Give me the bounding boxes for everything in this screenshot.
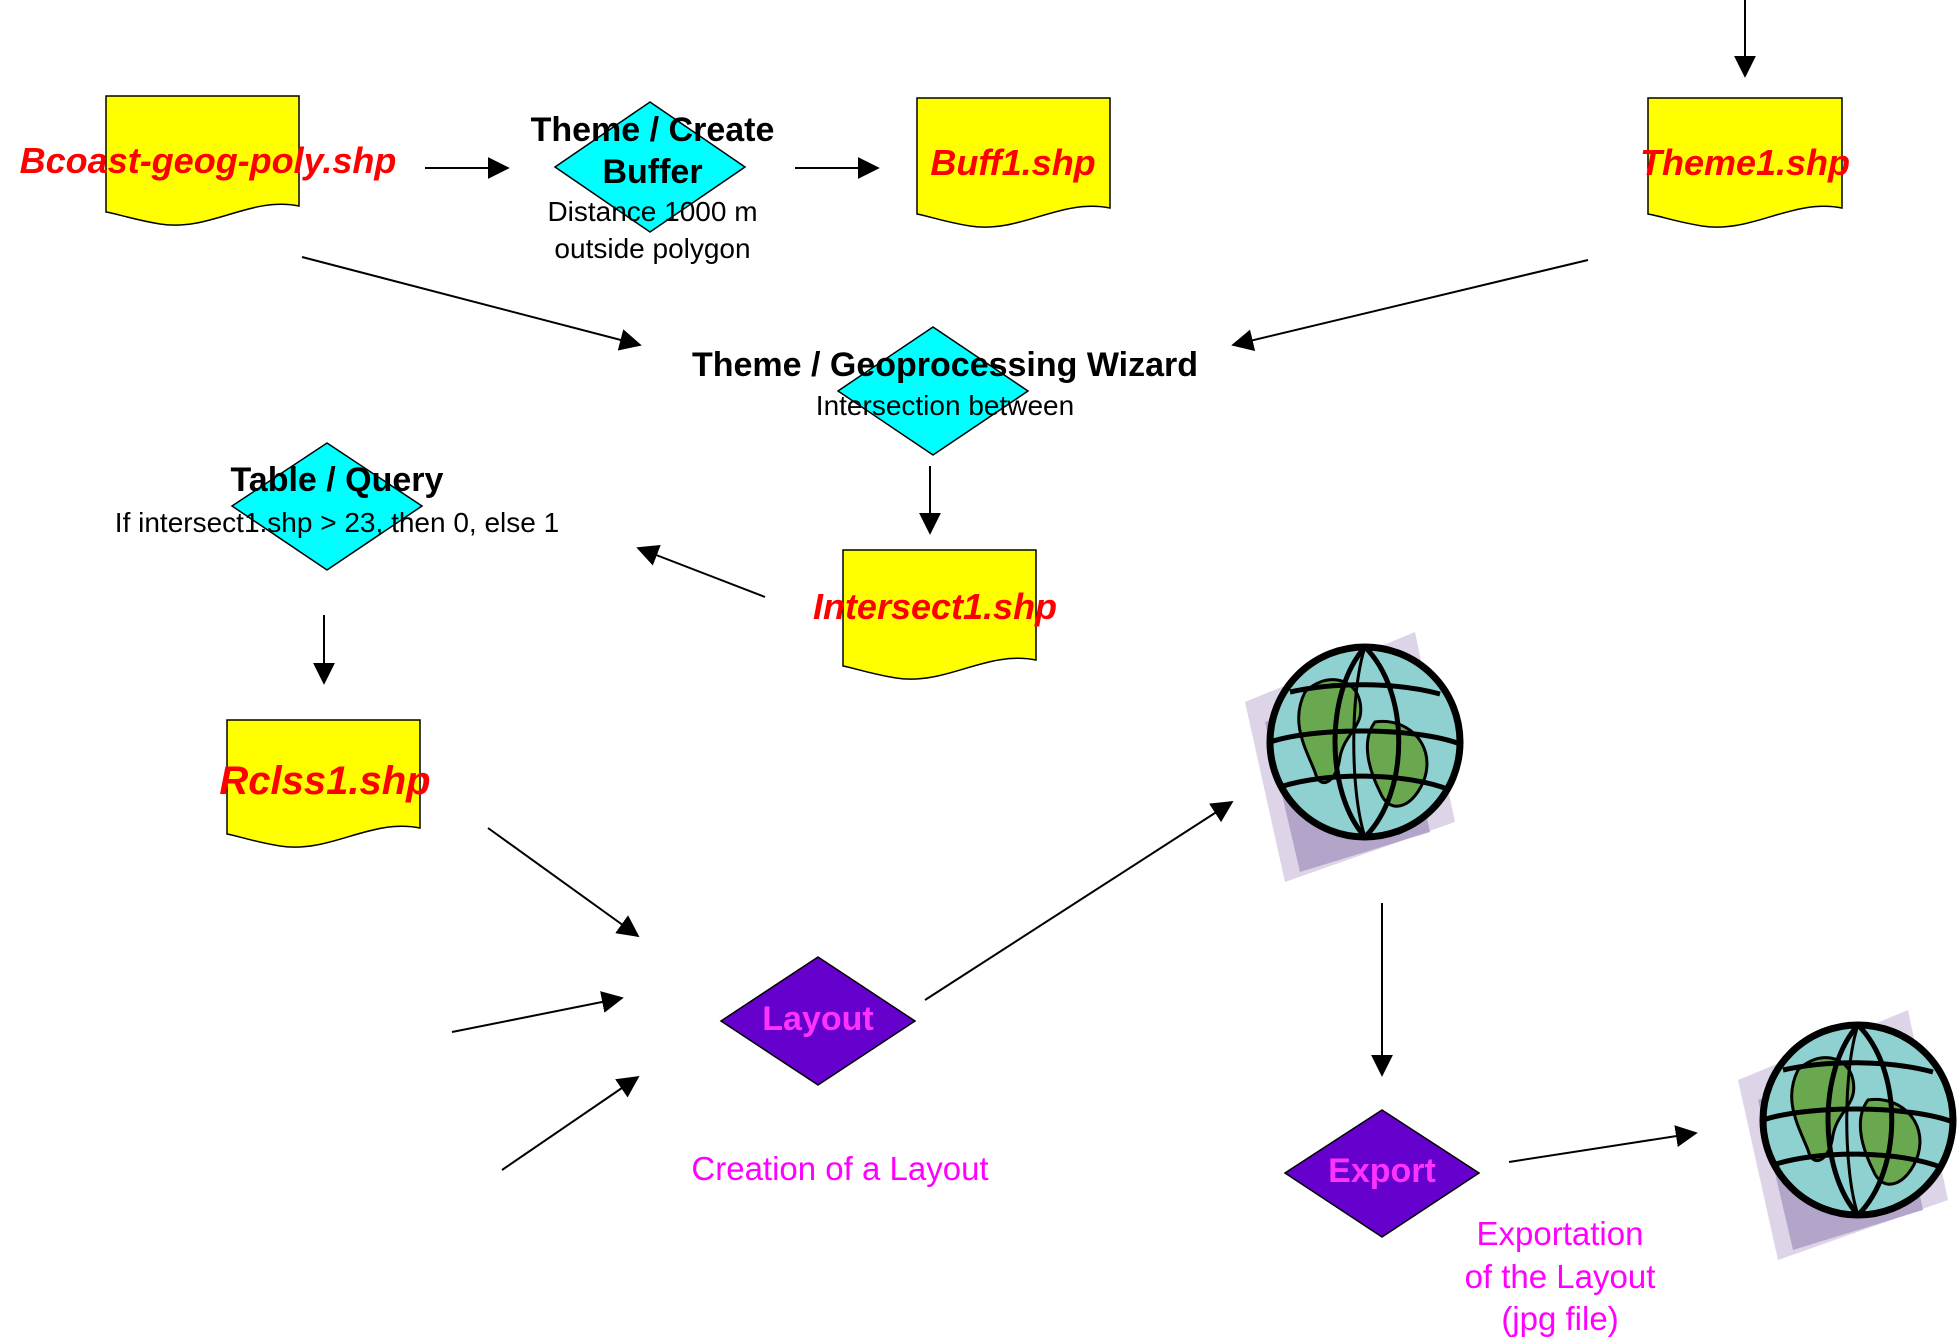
globe-icon [1738,1010,1953,1260]
arrow-rclss1-to-layout [487,827,640,938]
file-node-theme1 [1647,97,1843,228]
file-node-intersect1 [842,549,1037,680]
arrow-input-a-to-layout [451,991,624,1033]
process-diamond-create-buffer [553,101,747,233]
file-label-rclss1: Rclss1.shp [219,759,431,803]
process-title-create-buffer: Theme / Create Buffer [530,111,775,191]
process-desc-create-buffer-1: Distance 1000 m [547,196,758,227]
process-title-geoprocessing: Theme / Geoprocessing Wizard [691,346,1199,384]
file-node-buff1 [916,97,1111,228]
arrow-export-to-globe [1508,1125,1698,1163]
file-label-theme1: Theme1.shp [1639,142,1851,183]
export-diamond [1283,1109,1481,1238]
export-caption-1: Exportation [1476,1215,1644,1252]
file-label-intersect1: Intersect1.shp [812,586,1058,627]
arrow-input-b-to-layout [501,1075,640,1171]
process-desc-create-buffer-2: outside polygon [554,233,751,264]
layout-diamond [719,956,917,1086]
process-title-query: Table / Query [230,461,444,499]
arrow-intersect1-to-query [636,544,766,598]
layout-caption: Creation of a Layout [691,1150,989,1187]
file-node-rclss1 [226,719,421,848]
layout-label: Layout [762,1000,874,1038]
file-label-bcoast: Bcoast-geog-poly.shp [19,140,397,181]
file-node-bcoast [105,95,300,226]
process-desc-geoprocessing: Intersection between [815,390,1075,421]
globe-icon [1245,632,1460,882]
export-label: Export [1328,1152,1436,1190]
arrow-theme1-to-geoprocessing [1231,259,1589,352]
arrow-layout-to-globe [924,801,1234,1001]
file-label-buff1: Buff1.shp [930,142,1096,183]
export-caption-2: of the Layout [1464,1258,1656,1295]
export-caption-3: (jpg file) [1501,1300,1619,1337]
process-diamond-query [230,442,424,571]
process-desc-query: If intersect1.shp > 23, then 0, else 1 [114,507,560,538]
process-diamond-geoprocessing [836,326,1030,456]
arrow-bcoast-to-geoprocessing [301,256,642,351]
